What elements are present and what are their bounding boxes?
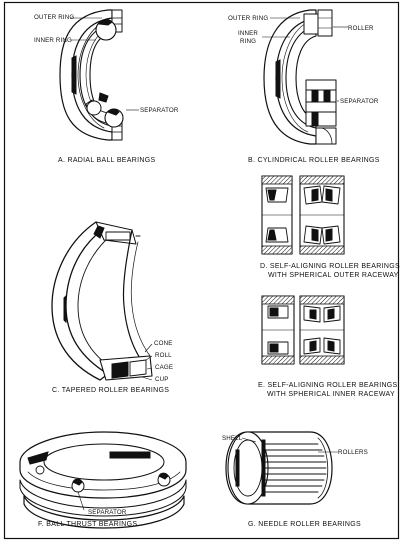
caption-needle-roller: G. NEEDLE ROLLER BEARINGS [248,521,361,528]
label-outer-ring-a: OUTER RING [34,14,74,21]
label-inner-ring-b-line1: INNER [238,30,258,37]
label-cone: CONE [154,340,172,347]
caption-self-aligning-outer-line2: WITH SPHERICAL OUTER RACEWAY [268,272,399,279]
label-roller-b: ROLLER [348,25,374,32]
label-roll: ROLL [155,352,172,359]
radial-ball-bearing-drawing [59,9,124,141]
panel-self-aligning-outer: D. SELF-ALIGNING ROLLER BEARINGS WITH SP… [260,175,400,279]
label-separator-b: SEPARATOR [340,98,379,105]
figure-border [3,1,400,540]
label-cup: CUP [155,376,169,383]
caption-self-aligning-inner-line2: WITH SPHERICAL INNER RACEWAY [267,391,395,398]
caption-self-aligning-inner-line1: E. SELF-ALIGNING ROLLER BEARINGS [258,382,398,389]
panel-needle-roller-bearing: SHELL ROLLERS G. NEEDLE ROLLER BEARINGS [222,431,368,528]
panel-ball-thrust-bearing: SEPARATOR F. BALL THRUST BEARINGS [19,431,187,529]
label-separator-f: SEPARATOR [88,509,127,516]
caption-ball-thrust: F. BALL THRUST BEARINGS [38,521,137,528]
label-inner-ring-a: INNER RING [34,37,72,44]
needle-roller-bearing-drawing [225,431,333,505]
caption-radial-ball: A. RADIAL BALL BEARINGS [58,157,155,164]
panel-tapered-roller-bearing: CONE ROLL CAGE CUP C. TAPERED ROLLER BEA… [51,221,173,394]
label-cage: CAGE [155,364,173,371]
ball-thrust-bearing-drawing [19,431,187,529]
self-aligning-outer-drawing [261,175,345,255]
label-outer-ring-b: OUTER RING [228,15,268,22]
cylindrical-roller-bearing-drawing [263,9,337,145]
label-separator-a: SEPARATOR [140,107,179,114]
self-aligning-inner-drawing [261,295,345,365]
label-shell: SHELL [222,435,243,442]
caption-self-aligning-outer-line1: D. SELF-ALIGNING ROLLER BEARINGS [260,263,400,270]
tapered-roller-bearing-drawing [51,221,153,381]
needle-rollers [235,439,327,497]
panel-radial-ball-bearing: OUTER RING INNER RING SEPARATOR A. RADIA… [34,9,179,164]
panel-self-aligning-inner: E. SELF-ALIGNING ROLLER BEARINGS WITH SP… [258,295,398,398]
caption-cylindrical-roller: B. CYLINDRICAL ROLLER BEARINGS [248,157,380,164]
panel-cylindrical-roller-bearing: OUTER RING ROLLER INNER RING SEPARATOR B… [228,9,380,164]
label-rollers: ROLLERS [338,449,368,456]
caption-tapered-roller: C. TAPERED ROLLER BEARINGS [52,387,169,394]
label-inner-ring-b-line2: RING [240,38,256,45]
